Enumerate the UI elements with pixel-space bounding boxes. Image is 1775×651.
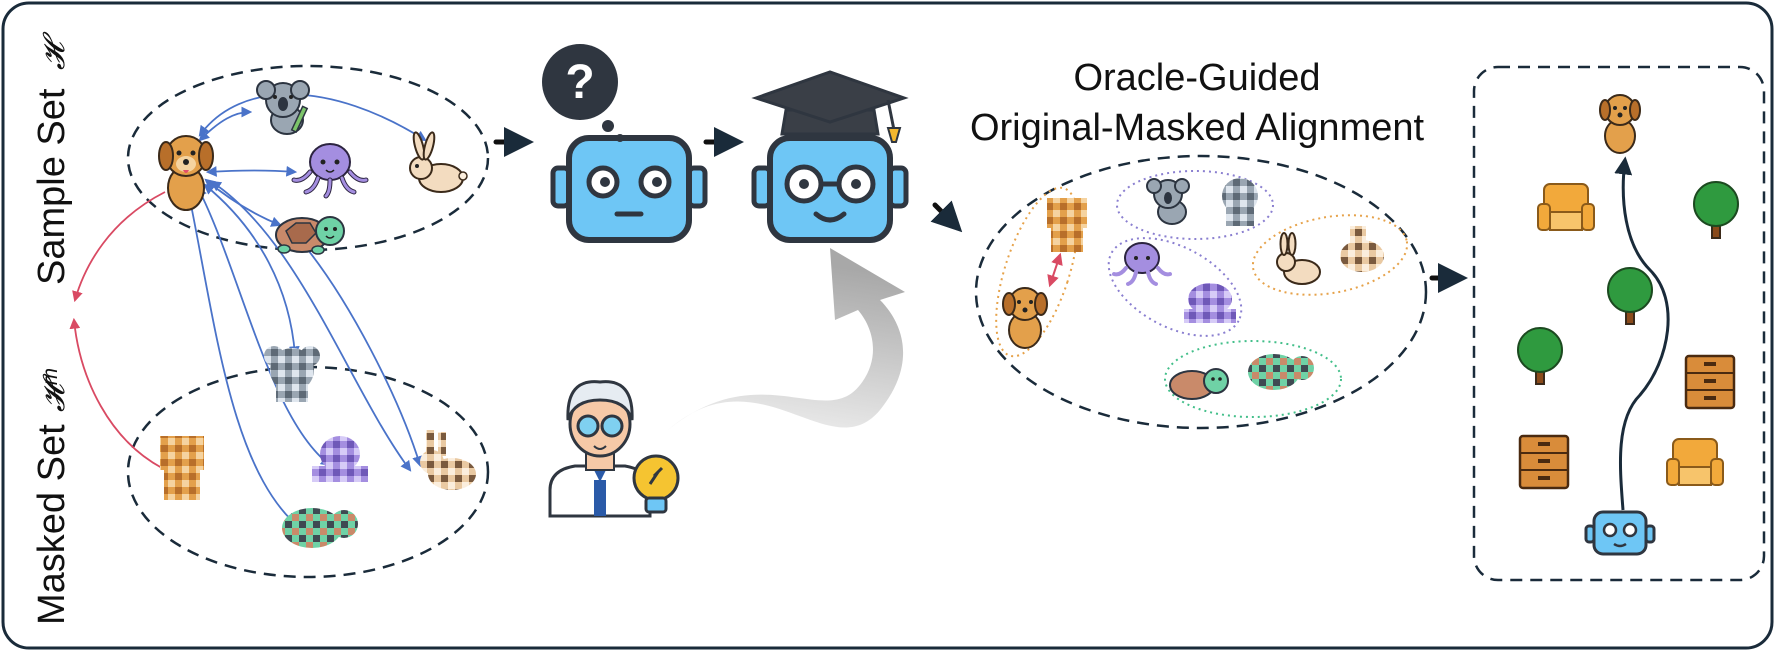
arrow-dog-masked-turtle	[184, 187, 302, 530]
confused-robot-icon	[550, 135, 708, 243]
graduated-robot-icon	[751, 70, 909, 243]
arrow-dog-octopus	[205, 165, 298, 177]
masked-turtle-icon	[282, 508, 358, 548]
masked-koala-icon	[264, 346, 320, 402]
aligned-koala-icon	[1146, 178, 1190, 225]
pair-group-dog	[995, 186, 1079, 358]
svg-text:?: ?	[565, 56, 594, 109]
aligned-masked-turtle-icon	[1248, 354, 1314, 390]
oracle-scientist-icon	[548, 380, 652, 518]
oracle-feedback-arrow	[668, 248, 905, 430]
arrow-dog-turtle	[204, 178, 283, 227]
flow-arrows	[493, 127, 1468, 293]
aligned-dog-icon	[1002, 287, 1048, 349]
armchair-icon	[1666, 438, 1724, 486]
question-bubble-icon: ?	[542, 44, 624, 142]
pair-group-turtle	[1164, 340, 1342, 418]
masked-octopus-icon	[312, 436, 368, 482]
octopus-icon	[291, 143, 369, 199]
masked-dog-icon	[160, 436, 204, 500]
sample-set-symbol: 𝓗	[38, 31, 71, 70]
arrow-dog-rabbit	[198, 93, 427, 142]
pair-group-rabbit	[1251, 214, 1409, 296]
tree-icon	[1693, 181, 1739, 239]
aligned-masked-rabbit-icon	[1340, 226, 1384, 272]
dog-icon	[158, 135, 214, 211]
alignment-title-line2: Original-Masked Alignment	[970, 107, 1425, 149]
tree-icon	[1517, 327, 1563, 385]
pair-group-koala	[1116, 170, 1274, 240]
pair-group-octopus	[1107, 237, 1243, 337]
aligned-masked-octopus-icon	[1184, 283, 1236, 323]
red-arrow-down	[69, 317, 163, 469]
cabinet-icon	[1518, 434, 1570, 490]
aligned-rabbit-icon	[1276, 232, 1321, 285]
cabinet-icon	[1684, 354, 1736, 410]
aligned-masked-koala-icon	[1222, 178, 1258, 226]
alignment-title-line1: Oracle-Guided	[1073, 57, 1320, 99]
armchair-icon	[1537, 183, 1595, 231]
lightbulb-icon	[632, 454, 680, 514]
flow-arrow-3	[930, 200, 963, 233]
masked-rabbit-icon	[420, 430, 476, 490]
robot-agent-icon	[1584, 510, 1656, 556]
aligned-octopus-icon	[1112, 242, 1172, 286]
sample-set-ellipse	[126, 64, 490, 252]
turtle-icon	[275, 216, 345, 255]
rabbit-icon	[409, 131, 468, 193]
navigation-map-panel	[1472, 65, 1766, 582]
tree-icon	[1607, 267, 1653, 325]
cross-set-arrows	[184, 180, 423, 530]
original-masked-link	[69, 191, 166, 469]
alignment-ellipse	[974, 154, 1428, 430]
aligned-turtle-icon	[1169, 368, 1229, 400]
arrow-turtle-masked-rabbit	[298, 238, 423, 468]
aligned-dog-link	[1047, 252, 1063, 288]
dog-target-icon	[1599, 94, 1641, 154]
koala-icon	[256, 80, 310, 135]
navigation-path	[1614, 156, 1670, 511]
red-arrow-up	[72, 191, 166, 303]
aligned-masked-dog-icon	[1047, 198, 1087, 252]
masked-set-label: Masked Set	[31, 424, 73, 625]
sample-set-label: Sample Set	[31, 88, 73, 285]
masked-set-symbol: 𝓗ᵐ	[38, 368, 71, 412]
